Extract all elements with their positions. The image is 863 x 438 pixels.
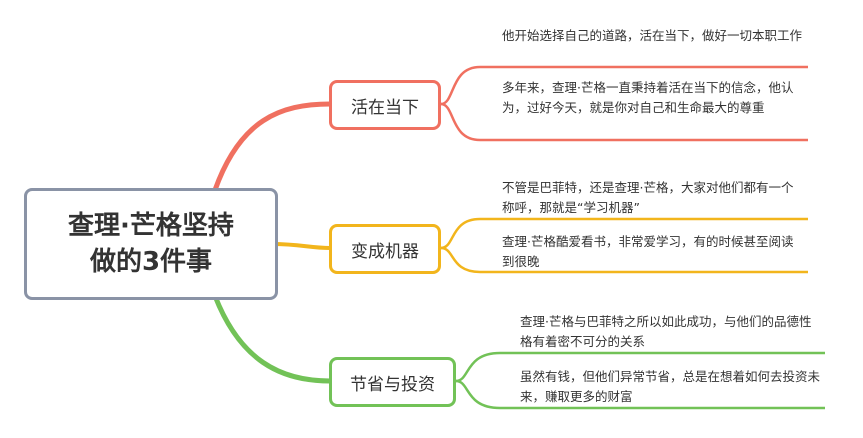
leaf-connector-2a <box>440 217 808 250</box>
leaf-2a[interactable]: 不管是巴菲特，还是查理·芒格，大家对他们都有一个称呼，那就是“学习机器” <box>502 180 794 215</box>
leaf-1a[interactable]: 他开始选择自己的道路，活在当下，做好一切本职工作 <box>502 28 803 43</box>
branch-live-in-present[interactable]: 活在当下 <box>329 80 441 130</box>
leaf-3b[interactable]: 虽然有钱，但他们异常节省，总是在想着如何去投资未来，赚取更多的财富 <box>520 369 821 404</box>
leaf-connector-1b <box>440 102 808 142</box>
leaf-2b[interactable]: 查理·芒格酷爱看书，非常爱学习，有的时候甚至阅读到很晚 <box>502 234 794 269</box>
leaf-1b[interactable]: 多年来，查理·芒格一直秉持着活在当下的信念，他认为，过好今天，就是你对自己和生命… <box>502 80 794 115</box>
leaf-connector-2b <box>440 246 808 274</box>
branch-save-and-invest[interactable]: 节省与投资 <box>329 357 456 407</box>
leaf-3a[interactable]: 查理·芒格与巴菲特之所以如此成功，与他们的品德性格有着密不可分的关系 <box>520 314 812 349</box>
connector-root-branch-3 <box>212 295 331 384</box>
connector-root-branch-1 <box>212 101 331 191</box>
root-title-line-1: 查理·芒格坚持 <box>68 211 234 241</box>
leaf-connector-3b <box>455 379 825 410</box>
leaf-connector-1a <box>440 65 808 106</box>
leaf-connector-3a <box>455 351 825 383</box>
connector-root-branch-2 <box>271 242 331 250</box>
root-title-line-2: 做的3件事 <box>89 247 213 277</box>
branch-learning-machine[interactable]: 变成机器 <box>329 224 441 274</box>
root-topic[interactable]: 查理·芒格坚持做的3件事 <box>24 188 278 300</box>
